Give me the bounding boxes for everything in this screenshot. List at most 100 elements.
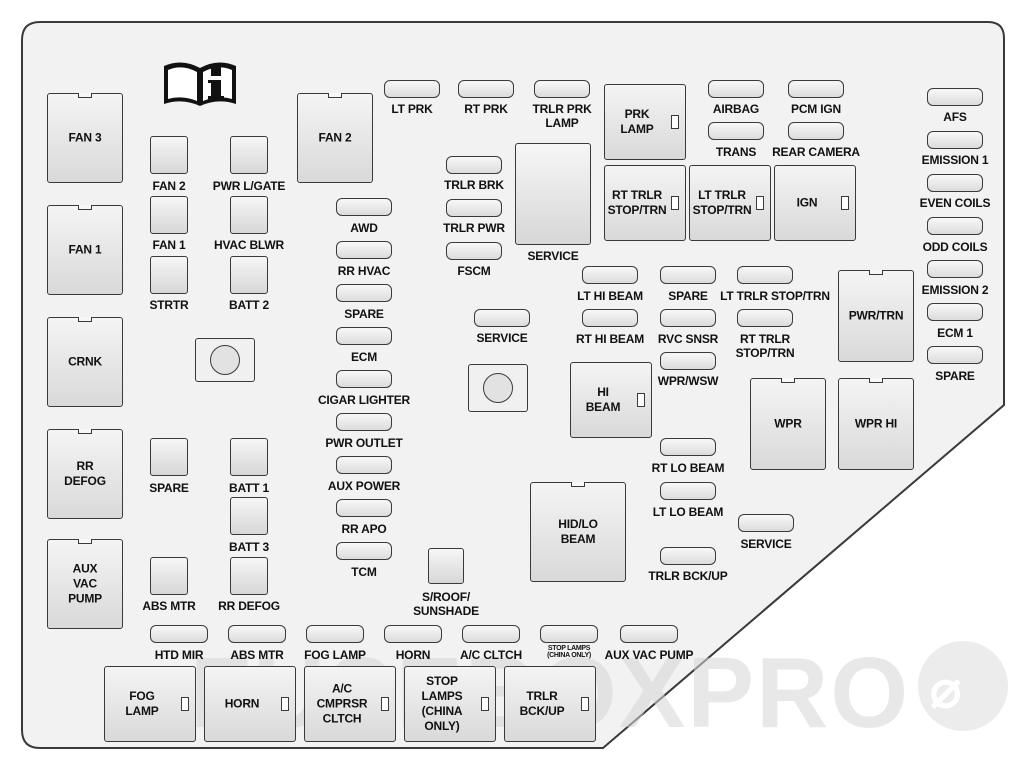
fuse-label: SPARE: [935, 369, 975, 383]
relay-label: STOP LAMPS (CHINA ONLY): [421, 674, 463, 733]
fuse-trlr-bck-up: [660, 547, 716, 565]
fuse-label: ODD COILS: [922, 240, 988, 254]
fuse-label: AUX POWER: [327, 479, 401, 493]
fuse-spare-left: [150, 438, 188, 476]
relay-label: HID/LO BEAM: [558, 517, 598, 546]
fuse-spare-right: [927, 346, 983, 364]
relay-wpr-hi: WPR HI: [838, 378, 914, 470]
fuse-label: SPARE: [149, 481, 189, 495]
fuse-trans: [708, 122, 764, 140]
relay-label: WPR: [774, 416, 802, 431]
relay-rr-defog: RR DEFOG: [47, 429, 123, 519]
fuse-label: RR APO: [341, 522, 387, 536]
relay-aux-vac-pump: AUX VAC PUMP: [47, 539, 123, 629]
relay-rt-trlr-stop-trn: RT TRLR STOP/TRN: [604, 165, 686, 241]
fuse-label: TRLR BRK: [444, 178, 504, 192]
fuse-label: STRTR: [149, 298, 189, 312]
fuse-label: EMISSION 1: [921, 153, 989, 167]
fuse-label: PCM IGN: [791, 102, 841, 116]
relay-fan-1: FAN 1: [47, 205, 123, 295]
fuse-label: A/C CLTCH: [460, 648, 522, 662]
fuse-cigar-lighter: [336, 370, 392, 388]
fuse-label: EVEN COILS: [919, 196, 991, 210]
fuse-label: LT PRK: [391, 102, 433, 116]
fuse-label: RR DEFOG: [218, 599, 280, 613]
fuse-afs: [927, 88, 983, 106]
fuse-label: BATT 1: [229, 481, 269, 495]
fuse-label: AUX VAC PUMP: [604, 648, 694, 662]
relay-lt-trlr-stop-trn: LT TRLR STOP/TRN: [689, 165, 771, 241]
relay-fog-lamp: FOG LAMP: [104, 666, 196, 742]
mounting-bolt-left: [195, 338, 255, 382]
relay-label: IGN: [796, 195, 818, 210]
fuse-label: AFS: [943, 110, 967, 124]
fuse-pcm-ign: [788, 80, 844, 98]
relay-label: CRNK: [68, 354, 102, 369]
fuse-rt-trlr-stop-trn: [737, 309, 793, 327]
relay-label: AUX VAC PUMP: [68, 561, 102, 606]
service-block: [515, 143, 591, 245]
fuse-label: TRANS: [715, 145, 757, 159]
fuse-label: TRLR BCK/UP: [648, 569, 728, 583]
fuse-label: AIRBAG: [712, 102, 760, 116]
fuse-label: REAR CAMERA: [772, 145, 860, 159]
fuse-batt-3: [230, 497, 268, 535]
relay-ac-cmprsr-cltch: A/C CMPRSR CLTCH: [304, 666, 396, 742]
fuse-label: ECM 1: [937, 326, 973, 340]
fuse-label: SPARE: [344, 307, 384, 321]
relay-label: FAN 3: [68, 130, 102, 145]
fuse-rt-lo-beam: [660, 438, 716, 456]
fuse-even-coils: [927, 174, 983, 192]
relay-fan-3: FAN 3: [47, 93, 123, 183]
fuse-label: BATT 3: [229, 540, 269, 554]
fuse-label: WPR/WSW: [657, 374, 719, 388]
fuse-label: RT TRLR STOP/TRN: [735, 332, 795, 360]
fuse-label: ABS MTR: [142, 599, 196, 613]
relay-trlr-bck-up: TRLR BCK/UP: [504, 666, 596, 742]
relay-label: FAN 1: [68, 242, 102, 257]
relay-label: A/C CMPRSR CLTCH: [316, 681, 368, 726]
fuse-emission-2: [927, 260, 983, 278]
fuse-spare-mid: [336, 284, 392, 302]
relay-horn: HORN: [204, 666, 296, 742]
fuse-rvc-snsr: [660, 309, 716, 327]
fuse-label: ECM: [350, 350, 378, 364]
relay-fan-2: FAN 2: [297, 93, 373, 183]
relay-wpr: WPR: [750, 378, 826, 470]
relay-label: PRK LAMP: [620, 107, 654, 136]
fuse-abs-mtr: [150, 557, 188, 595]
relay-hid-lo-beam: HID/LO BEAM: [530, 482, 626, 582]
fuse-rr-defog: [230, 557, 268, 595]
fuse-ecm-1: [927, 303, 983, 321]
fuse-pwr-lgate: [230, 136, 268, 174]
fuse-label: FSCM: [457, 264, 491, 278]
relay-label: HORN: [224, 696, 260, 711]
fuse-sroof-sunshade: [428, 548, 464, 584]
relay-label: LT TRLR STOP/TRN: [692, 188, 752, 217]
fuse-aux-power: [336, 456, 392, 474]
fuse-label: FAN 1: [152, 238, 186, 252]
fuse-label: RT HI BEAM: [576, 332, 644, 346]
fuse-label: RT LO BEAM: [651, 461, 725, 475]
fuse-service-right: [738, 514, 794, 532]
fuse-label: BATT 2: [229, 298, 269, 312]
relay-label: HI BEAM: [585, 385, 621, 414]
fuse-label: LT LO BEAM: [652, 505, 724, 519]
fuse-wpr-wsw: [660, 352, 716, 370]
fuse-strtr: [150, 256, 188, 294]
fuse-label: HTD MIR: [154, 648, 204, 662]
relay-prk-lamp: PRK LAMP: [604, 84, 686, 160]
fuse-label: RR HVAC: [337, 264, 391, 278]
fuse-htd-mir: [150, 625, 208, 643]
fuse-label: SERVICE: [476, 331, 528, 345]
fuse-batt-1: [230, 438, 268, 476]
fuse-label: LT HI BEAM: [577, 289, 643, 303]
fuse-label: AWD: [350, 221, 378, 235]
fuse-label: TCM: [351, 565, 377, 579]
fuse-hvac-blwr: [230, 196, 268, 234]
relay-label: FOG LAMP: [125, 689, 159, 718]
fuse-trlr-brk: [446, 156, 502, 174]
fuse-airbag: [708, 80, 764, 98]
fuse-lt-prk: [384, 80, 440, 98]
